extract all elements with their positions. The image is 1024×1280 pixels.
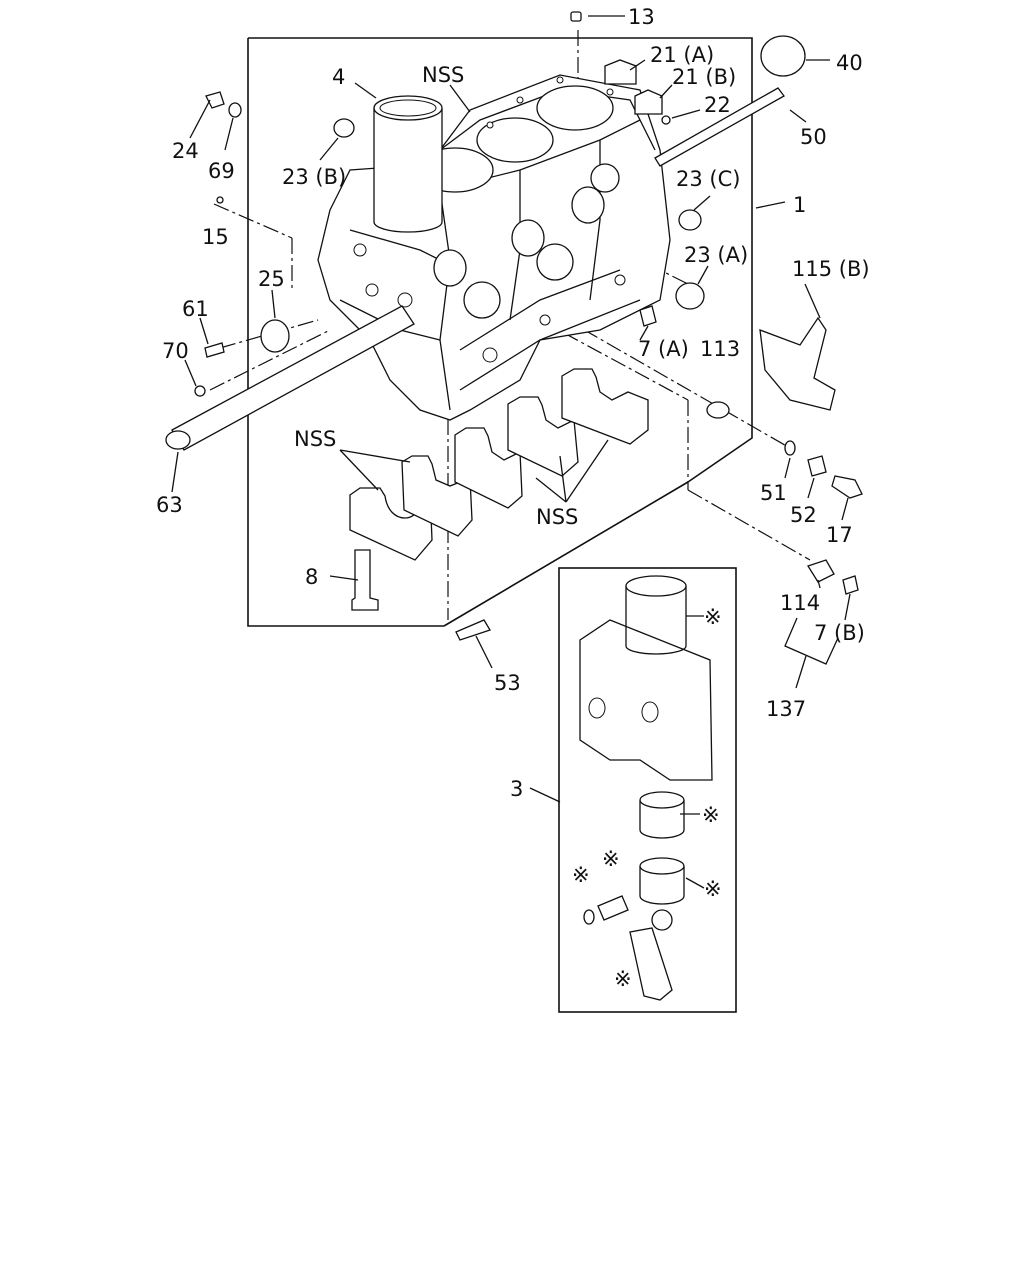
piston-kit: [579, 575, 713, 1001]
main-bearing-caps: [349, 368, 649, 561]
callout-3: 3: [510, 777, 523, 801]
callout-8: 8: [305, 565, 318, 589]
callout-69: 69: [208, 159, 235, 183]
callout-1: 1: [793, 193, 806, 217]
callout-137: 137: [766, 697, 806, 721]
cam-tube: [165, 305, 415, 451]
kit-mark-liner: ※: [704, 605, 722, 629]
callout-115b: 115 (B): [792, 257, 870, 281]
piston-kit-frame: [558, 567, 737, 1013]
callout-7b: 7 (B): [814, 621, 865, 645]
callout-70: 70: [162, 339, 189, 363]
callout-nss-block: NSS: [422, 63, 464, 87]
callout-53: 53: [494, 671, 521, 695]
callout-52: 52: [790, 503, 817, 527]
callout-63: 63: [156, 493, 183, 517]
main-assembly-frame: [247, 37, 753, 627]
main-frame-diagonal: [443, 481, 689, 627]
kit-marks: ※ ※ ※ ※ ※ ※: [572, 605, 722, 991]
kit-mark-pin-top: ※: [602, 847, 620, 871]
callout-4: 4: [332, 65, 345, 89]
cylinder-block: [317, 74, 671, 421]
callout-61: 61: [182, 297, 209, 321]
callout-nss-caps-right: NSS: [536, 505, 578, 529]
callout-15: 15: [202, 225, 229, 249]
callout-40: 40: [836, 51, 863, 75]
callout-13: 13: [628, 5, 655, 29]
callout-nss-caps-left: NSS: [294, 427, 336, 451]
callout-21b: 21 (B): [672, 65, 736, 89]
callout-23b: 23 (B): [282, 165, 346, 189]
callout-7a: 7 (A): [638, 337, 689, 361]
callout-23c: 23 (C): [676, 167, 740, 191]
callout-23a: 23 (A): [684, 243, 748, 267]
callout-24: 24: [172, 139, 199, 163]
kit-mark-rings: ※: [702, 803, 720, 827]
callout-50: 50: [800, 125, 827, 149]
leader-lines: [171, 15, 851, 889]
callout-21a: 21 (A): [650, 43, 714, 67]
cylinder-liner: [373, 95, 443, 233]
kit-mark-piston: ※: [704, 877, 722, 901]
callout-17: 17: [826, 523, 853, 547]
callout-22: 22: [704, 93, 731, 117]
small-parts: [194, 11, 863, 641]
callout-51: 51: [760, 481, 787, 505]
callout-25: 25: [258, 267, 285, 291]
kit-mark-bushing: ※: [614, 967, 632, 991]
callout-113: 113: [700, 337, 740, 361]
callout-labels: 13 21 (A) 21 (B) 22 40 50 4 NSS 24 69 23…: [156, 5, 870, 801]
callout-114: 114: [780, 591, 820, 615]
kit-mark-clip: ※: [572, 863, 590, 887]
